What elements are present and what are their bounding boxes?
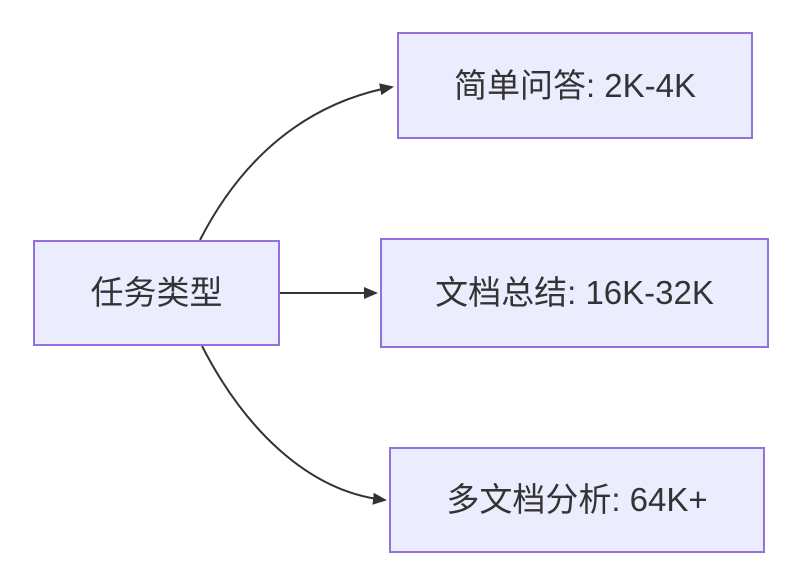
node-simple-qa: 简单问答: 2K-4K: [397, 32, 753, 139]
edge-to-simple-qa: [199, 83, 394, 241]
node-task-type-label: 任务类型: [90, 274, 223, 312]
edge-to-multi-doc: [201, 345, 387, 505]
node-simple-qa-label: 简单问答: 2K-4K: [453, 66, 697, 104]
node-multi-doc: 多文档分析: 64K+: [389, 447, 765, 553]
node-doc-summary-label: 文档总结: 16K-32K: [435, 274, 714, 312]
node-multi-doc-label: 多文档分析: 64K+: [446, 481, 708, 519]
node-doc-summary: 文档总结: 16K-32K: [380, 238, 769, 348]
node-task-type: 任务类型: [33, 240, 280, 346]
